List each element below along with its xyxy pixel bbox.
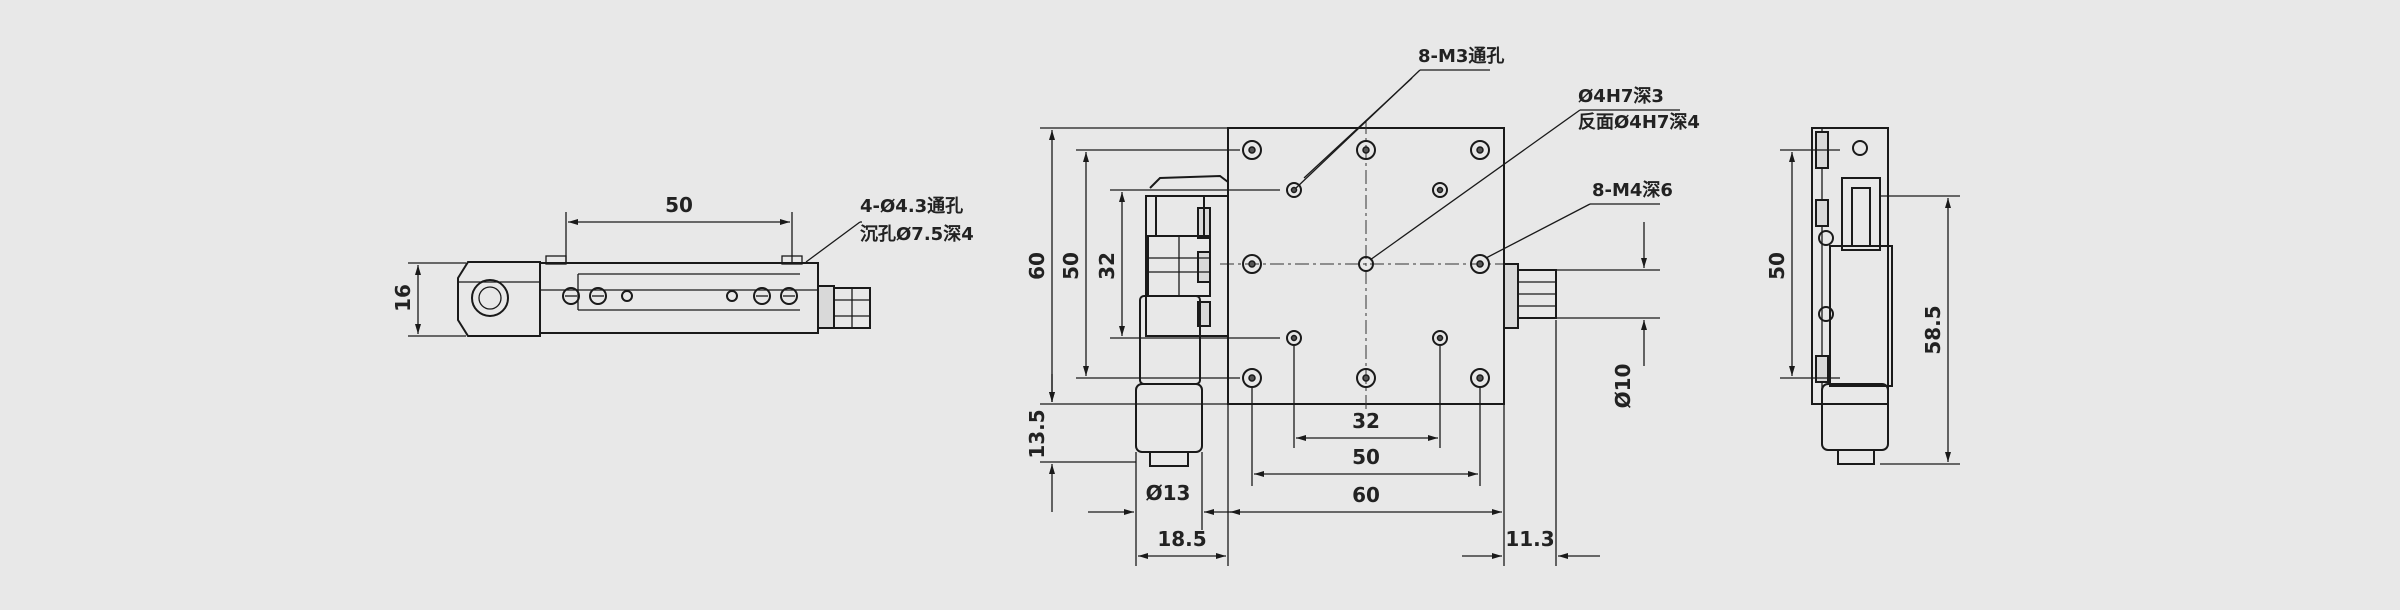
side-dim-58-5: 58.5 [1921,305,1945,354]
top-view: 60 50 32 13.5 32 50 60 [1025,46,1700,566]
front-dim-height: 16 [391,284,415,312]
top-dim-dia13: Ø13 [1146,481,1191,505]
top-dim-50-vertical: 50 [1059,252,1083,280]
side-body [1811,127,1889,405]
top-hole-icons [1242,140,1490,388]
top-dim-60-horizontal: 60 [1352,483,1380,507]
front-view: 50 16 4-Ø4.3通孔 沉孔Ø7.5深4 [391,193,974,337]
top-note-m3: 8-M3通孔 [1418,46,1504,67]
top-note-m4: 8-M4深6 [1592,179,1673,201]
top-note-h7-2: 反面Ø4H7深4 [1578,111,1700,133]
front-right-knob [817,285,835,329]
front-screw-icons [562,287,798,305]
top-dim-11-3: 11.3 [1505,527,1554,551]
top-dim-13-5: 13.5 [1025,409,1049,458]
top-right-knob [1503,263,1557,329]
front-left-knob [457,261,541,337]
top-note-h7-1: Ø4H7深3 [1578,85,1664,107]
top-dim-18-5: 18.5 [1157,527,1206,551]
top-dim-32-vertical: 32 [1095,252,1119,280]
side-dim-50: 50 [1765,252,1789,280]
top-dim-60-vertical: 60 [1025,252,1049,280]
front-note-holes-2: 沉孔Ø7.5深4 [860,223,974,245]
micrometer-icon [1135,174,1229,467]
front-note-holes-1: 4-Ø4.3通孔 [860,196,963,217]
top-dim-32-horizontal: 32 [1352,409,1380,433]
front-dim-width: 50 [665,193,693,217]
top-dim-dia10: Ø10 [1611,364,1635,409]
top-dim-50-horizontal: 50 [1352,445,1380,469]
side-view: 50 58.5 [1765,127,1960,465]
